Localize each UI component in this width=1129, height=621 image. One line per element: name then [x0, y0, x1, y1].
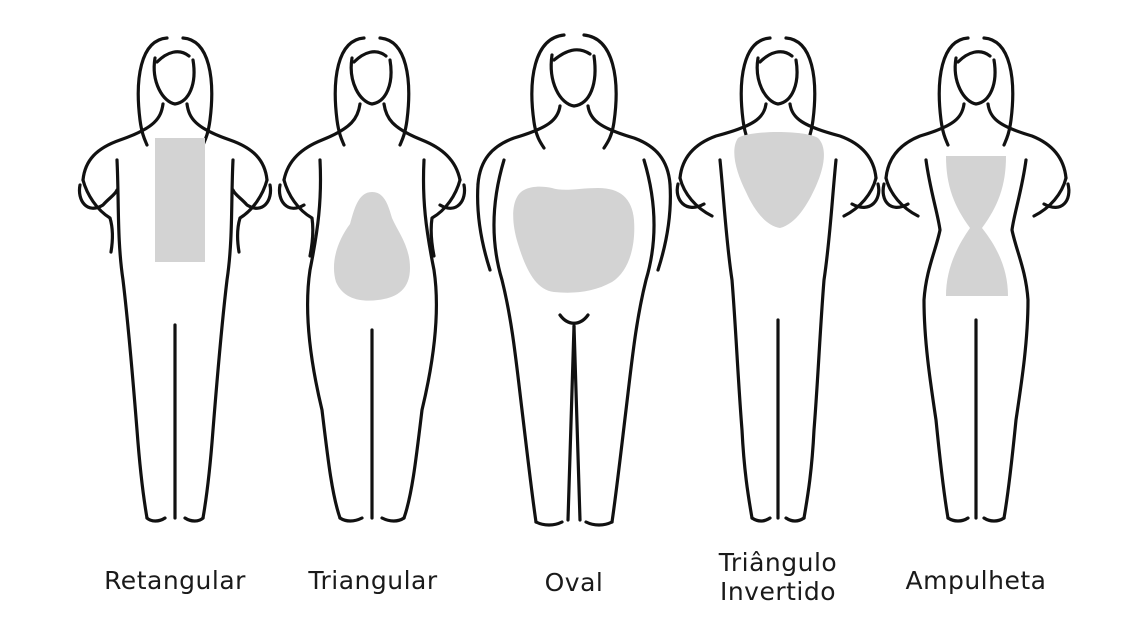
label-inverted-triangle: Triângulo Invertido	[688, 548, 868, 606]
zone-oval	[513, 187, 634, 293]
silhouette-retangular	[79, 38, 270, 521]
figure-triangular	[279, 38, 464, 521]
zone-rectangle	[155, 138, 205, 262]
figure-hourglass	[883, 38, 1069, 521]
label-triangular: Triangular	[283, 566, 463, 595]
figure-inverted-triangle	[677, 38, 879, 521]
label-inverted-triangle-line2: Invertido	[688, 577, 868, 606]
label-inverted-triangle-line1: Triângulo	[688, 548, 868, 577]
zone-pear	[334, 192, 410, 301]
label-oval: Oval	[504, 568, 644, 597]
silhouette-inverted-triangle	[677, 38, 879, 521]
figure-oval	[478, 35, 671, 525]
zone-hourglass	[946, 156, 1008, 296]
zone-inverted-triangle	[734, 132, 824, 228]
label-ampulheta: Ampulheta	[886, 566, 1066, 595]
label-retangular: Retangular	[85, 566, 265, 595]
figure-retangular	[79, 38, 270, 521]
